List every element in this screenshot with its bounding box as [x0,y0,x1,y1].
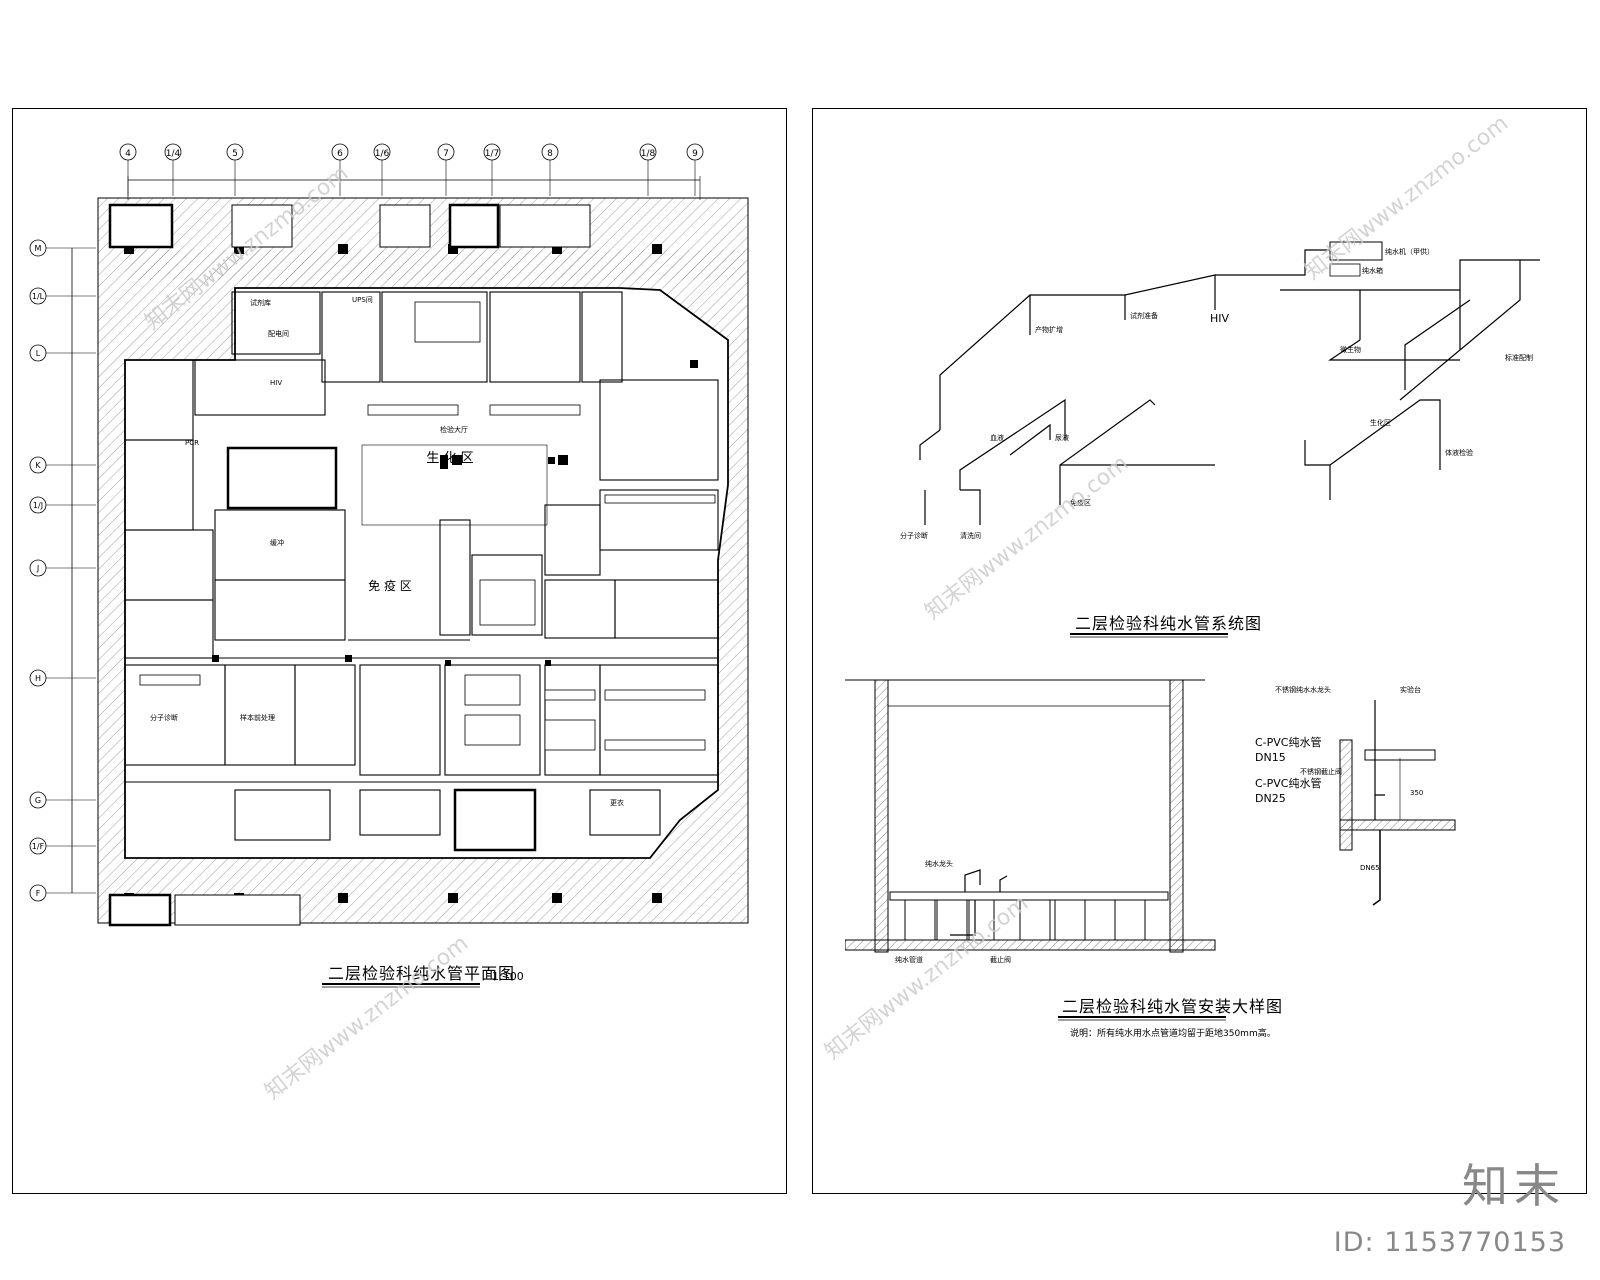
zone-label-immune: 免 疫 区 [368,578,412,593]
room-label-molecular: 分子诊断 [150,713,178,722]
sys-label-molecular: 分子诊断 [900,531,928,540]
detail-label-faucet: 纯水龙头 [925,859,953,868]
grid-row-bubble: K [29,456,96,474]
plan-scale: 1:100 [492,970,524,983]
detail-label-ss-faucet: 不锈钢纯水水龙头 [1275,685,1331,694]
grid-col-label: 1/6 [375,149,390,159]
plan-title: 二层检验科纯水管平面图 [328,964,516,983]
detail-label-valve: 截止阀 [990,955,1011,964]
zone-label-biochem: 生 化 区 [426,451,473,466]
grid-row-bubble: 1/J [29,496,96,514]
grid-row-label: H [35,674,41,683]
grid-col-bubble: 6 [331,143,349,196]
system-title: 二层检验科纯水管系统图 [1075,614,1263,633]
plan-title-underline [322,983,480,988]
image-id: ID: 1153770153 [1333,1227,1566,1258]
grid-col-bubble: 8 [541,143,559,196]
grid-col-label: 6 [337,149,343,159]
detail-label-dn25: DN25 [1255,792,1286,805]
detail-title: 二层检验科纯水管安装大样图 [1062,997,1284,1016]
sys-label-prep: 试剂准备 [1130,311,1158,320]
grid-col-label: 4 [125,149,131,159]
detail-label-cpvc1: C-PVC纯水管 [1255,735,1322,749]
grid-row-bubble: H [29,669,96,687]
grid-col-bubble: 1/6 [373,143,391,196]
room-label-buffer: 缓冲 [270,538,284,547]
grid-row-bubble: J [29,559,96,577]
grid-col-bubble: 5 [226,143,244,196]
grid-col-label: 7 [443,149,449,159]
grid-row-label: J [36,564,39,573]
grid-col-label: 9 [692,149,698,159]
sys-label-wash: 清洗间 [960,531,981,540]
grid-col-label: 5 [232,149,238,159]
grid-row-bubble: M [29,239,96,257]
sys-label-std: 标准配制 [1505,353,1533,362]
grid-row-markers: M 1/L L K 1/J J H G 1/F F [29,239,96,902]
detail-label-ss-valve: 不锈钢截止阀 [1300,767,1342,776]
detail-label-cpvc2: C-PVC纯水管 [1255,776,1322,790]
system-diagram: 纯水机（甲供） 纯水箱 HIV 微生物 产物扩增 试剂准备 生化区 免疫区 血液… [900,241,1540,540]
grid-col-bubble: 1/8 [639,143,657,196]
grid-row-label: G [35,796,41,805]
sys-label-urine: 尿液 [1055,433,1069,442]
room-label-hiv: HIV [270,379,282,387]
grid-col-label: 8 [547,149,553,159]
room-label-changing: 更衣 [610,798,624,807]
room-label-ups: UPS间 [352,296,373,304]
system-detail-sheet [812,108,1587,1194]
room-label-sample: 样本前处理 [240,713,275,722]
detail-label-bench: 实验台 [1400,685,1421,694]
detail-title-underline [1058,1016,1226,1021]
grid-col-bubble: 1/7 [483,143,501,196]
room-label-hall: 检验大厅 [440,425,468,434]
floor-plan-drawing: 生 化 区 免 疫 区 HIV UPS间 试剂库 配电间 分子诊断 样本前处理 … [29,143,749,927]
detail-note: 说明：所有纯水用水点管道均留于距地350mm高。 [1070,1029,1276,1039]
room-label-power: 配电间 [268,329,289,338]
sys-label-hiv: HIV [1210,312,1230,325]
brand-logo: 知末 [1462,1159,1566,1213]
grid-row-bubble: 1/F [29,837,96,855]
detail-label-dn15: DN15 [1255,751,1286,764]
detail-label-pipe: 纯水管道 [895,955,923,964]
grid-row-label: L [36,349,41,358]
sys-label-fluid: 体液检验 [1445,448,1473,457]
grid-row-label: 1/J [33,501,43,510]
sys-label-micro: 微生物 [1340,345,1361,354]
sys-label-blood: 血液 [990,433,1004,442]
detail-label-350: 350 [1410,789,1423,797]
room-label-reagent: 试剂库 [250,298,271,307]
grid-row-bubble: F [29,884,96,902]
sys-label-machine: 纯水机（甲供） [1385,247,1434,256]
grid-col-bubble: 7 [437,143,455,196]
grid-col-bubble: 4 [119,143,137,196]
grid-col-bubble: 1/4 [164,143,182,196]
grid-row-label: 1/F [32,842,45,851]
grid-column-markers: 4 1/4 5 6 1/6 7 1/7 8 1/8 9 [119,143,704,196]
grid-col-label: 1/4 [166,149,181,159]
room-label-pcr: PCR [185,439,199,447]
grid-col-label: 1/8 [641,149,656,159]
install-detail-drawing: 纯水龙头 纯水管道 截止阀 不锈钢纯水水龙头 实验台 C-PVC纯水管 DN15… [845,679,1456,964]
grid-row-label: K [35,461,41,470]
grid-row-label: M [35,244,42,253]
grid-row-label: F [36,889,41,898]
sys-label-tank: 纯水箱 [1362,266,1383,275]
system-title-underline [1070,633,1228,638]
grid-row-bubble: L [29,344,96,362]
sys-label-immune: 免疫区 [1070,498,1091,507]
sys-label-biochem: 生化区 [1370,418,1391,427]
grid-row-label: 1/L [32,292,45,301]
grid-row-bubble: 1/L [29,287,96,305]
grid-col-label: 1/7 [485,149,499,159]
grid-row-bubble: G [29,791,96,809]
grid-col-bubble: 9 [686,143,704,196]
sys-label-pcr: 产物扩增 [1035,325,1063,334]
detail-label-dn65: DN65 [1360,864,1380,872]
